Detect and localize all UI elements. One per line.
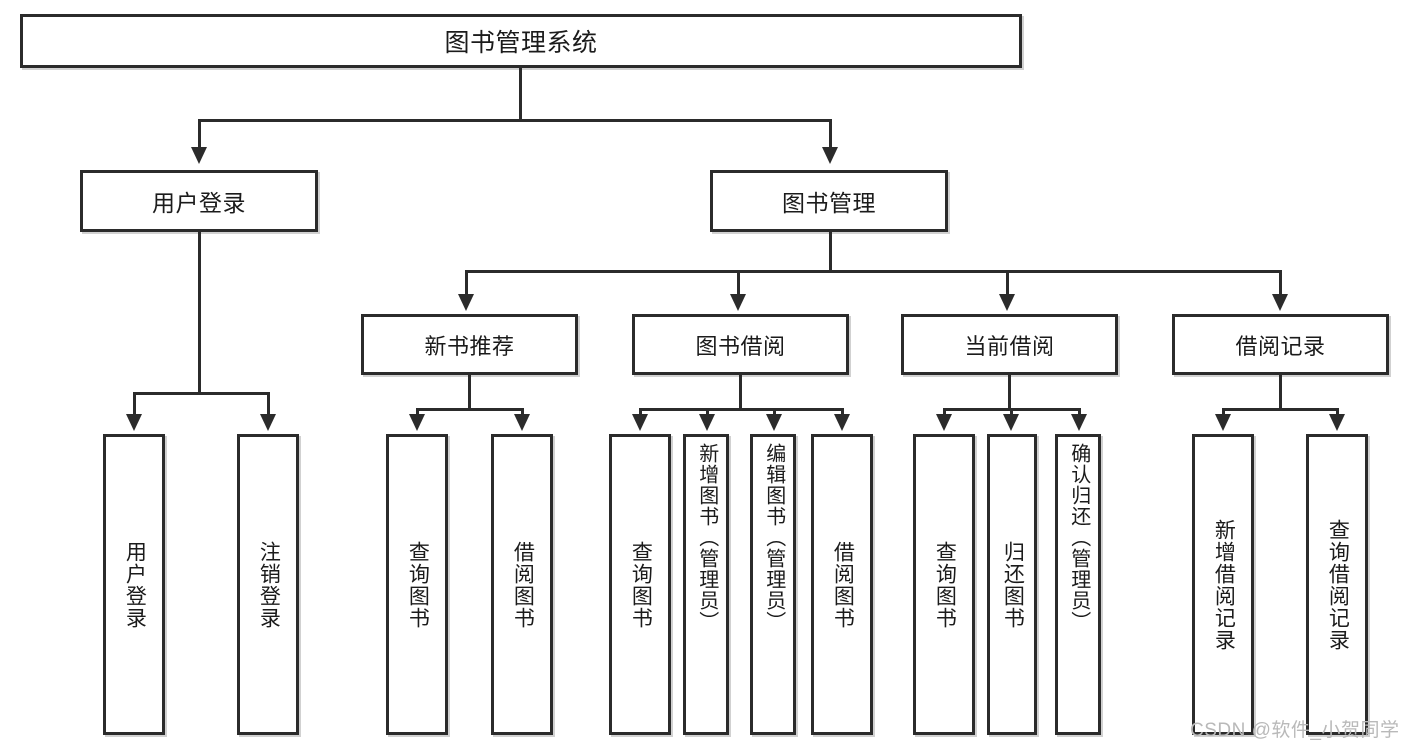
- leaf-current-borrow-confirm-return-admin[interactable]: 确认归还（管理员）: [1055, 434, 1101, 735]
- leaf-book-borrow-add-book-admin[interactable]: 新增图书（管理员）: [683, 434, 729, 735]
- connector-current-borrow-stem: [1008, 375, 1011, 408]
- connector-user-login-branch-2: [267, 392, 270, 414]
- connector-book-manage-stem: [829, 232, 832, 270]
- arrowhead-user-login-leaf-1: [126, 414, 142, 431]
- node-book-management[interactable]: 图书管理: [710, 170, 948, 232]
- leaf-new-book-query-books[interactable]: 查询图书: [386, 434, 448, 735]
- connector-new-book-branch-2: [521, 408, 524, 418]
- connector-level3-branch-2: [737, 270, 740, 294]
- arrowhead-book-borrow-leaf-2: [699, 414, 715, 431]
- leaf-label: 编辑图书（管理员）: [762, 443, 785, 632]
- node-label: 图书管理: [782, 190, 876, 216]
- arrowhead-to-book-manage: [822, 147, 838, 164]
- leaf-book-borrow-borrow-books[interactable]: 借阅图书: [811, 434, 873, 735]
- connector-root-to-book-manage: [829, 119, 832, 147]
- arrowhead-user-login-leaf-2: [260, 414, 276, 431]
- leaf-label: 借阅图书: [831, 540, 855, 629]
- connector-level3-branch-3: [1006, 270, 1009, 294]
- leaf-book-borrow-edit-book-admin[interactable]: 编辑图书（管理员）: [750, 434, 796, 735]
- connector-new-book-bus: [416, 408, 524, 411]
- node-label: 用户登录: [152, 190, 246, 216]
- connector-current-borrow-branch-3: [1078, 408, 1081, 418]
- leaf-current-borrow-return-books[interactable]: 归还图书: [987, 434, 1037, 735]
- node-label: 图书借阅: [695, 333, 786, 359]
- leaf-label: 查询借阅记录: [1326, 518, 1350, 651]
- leaf-current-borrow-query-books[interactable]: 查询图书: [913, 434, 975, 735]
- leaf-label: 用户登录: [123, 540, 147, 629]
- node-label: 新书推荐: [424, 333, 515, 359]
- connector-book-borrow-branch-2: [706, 408, 709, 418]
- connector-book-borrow-branch-4: [841, 408, 844, 418]
- leaf-label: 注销登录: [257, 540, 281, 629]
- csdn-watermark: CSDN @软件_小贺同学: [1190, 720, 1400, 741]
- arrowhead-current-borrow-leaf-3: [1071, 414, 1087, 431]
- node-user-login[interactable]: 用户登录: [80, 170, 318, 232]
- node-label: 图书管理系统: [444, 29, 598, 57]
- leaf-label: 查询图书: [629, 540, 653, 629]
- connector-root-bus: [198, 119, 832, 122]
- connector-borrow-record-branch-1: [1222, 408, 1225, 418]
- arrowhead-borrow-record-leaf-2: [1329, 414, 1345, 431]
- node-root-library-system[interactable]: 图书管理系统: [20, 14, 1022, 68]
- leaf-label: 新增图书（管理员）: [695, 443, 718, 632]
- arrowhead-borrow-record-leaf-1: [1215, 414, 1231, 431]
- leaf-new-book-borrow-books[interactable]: 借阅图书: [491, 434, 553, 735]
- arrowhead-book-borrow-leaf-4: [834, 414, 850, 431]
- arrowhead-current-borrow-leaf-2: [1003, 414, 1019, 431]
- connector-borrow-record-stem: [1279, 375, 1282, 408]
- arrowhead-to-book-borrow: [730, 294, 746, 311]
- arrowhead-to-current-borrow: [999, 294, 1015, 311]
- arrowhead-new-book-leaf-1: [409, 414, 425, 431]
- arrowhead-current-borrow-leaf-1: [936, 414, 952, 431]
- node-current-borrow[interactable]: 当前借阅: [901, 314, 1118, 375]
- arrowhead-to-user-login: [191, 147, 207, 164]
- leaf-label: 查询图书: [933, 540, 957, 629]
- leaf-user-login-login[interactable]: 用户登录: [103, 434, 165, 735]
- connector-book-borrow-bus: [639, 408, 844, 411]
- leaf-borrow-record-query-record[interactable]: 查询借阅记录: [1306, 434, 1368, 735]
- connector-new-book-branch-1: [416, 408, 419, 418]
- connector-book-borrow-branch-3: [773, 408, 776, 418]
- node-borrow-record[interactable]: 借阅记录: [1172, 314, 1389, 375]
- leaf-book-borrow-query-books[interactable]: 查询图书: [609, 434, 671, 735]
- connector-level3-branch-1: [465, 270, 468, 294]
- arrowhead-book-borrow-leaf-3: [766, 414, 782, 431]
- leaf-user-login-logout[interactable]: 注销登录: [237, 434, 299, 735]
- arrowhead-to-borrow-record: [1272, 294, 1288, 311]
- arrowhead-book-borrow-leaf-1: [632, 414, 648, 431]
- leaf-label: 借阅图书: [511, 540, 535, 629]
- leaf-label: 确认归还（管理员）: [1067, 443, 1090, 632]
- connector-user-login-stem: [198, 232, 201, 392]
- leaf-label: 查询图书: [406, 540, 430, 629]
- connector-book-borrow-branch-1: [639, 408, 642, 418]
- connector-new-book-stem: [468, 375, 471, 408]
- connector-current-borrow-branch-2: [1010, 408, 1013, 418]
- arrowhead-to-new-book-recommend: [458, 294, 474, 311]
- connector-borrow-record-branch-2: [1336, 408, 1339, 418]
- connector-level3-bus: [465, 270, 1282, 273]
- connector-borrow-record-bus: [1222, 408, 1339, 411]
- node-book-borrow[interactable]: 图书借阅: [632, 314, 849, 375]
- arrowhead-new-book-leaf-2: [514, 414, 530, 431]
- leaf-label: 新增借阅记录: [1212, 518, 1236, 651]
- node-label: 借阅记录: [1235, 333, 1326, 359]
- connector-root-to-user-login: [198, 119, 201, 147]
- connector-user-login-branch-1: [133, 392, 136, 414]
- connector-root-stem: [519, 68, 522, 119]
- connector-user-login-bus: [133, 392, 270, 395]
- leaf-borrow-record-add-record[interactable]: 新增借阅记录: [1192, 434, 1254, 735]
- leaf-label: 归还图书: [1001, 540, 1025, 629]
- connector-level3-branch-4: [1279, 270, 1282, 294]
- connector-book-borrow-stem: [739, 375, 742, 408]
- node-label: 当前借阅: [964, 333, 1055, 359]
- connector-current-borrow-branch-1: [943, 408, 946, 418]
- node-new-book-recommend[interactable]: 新书推荐: [361, 314, 578, 375]
